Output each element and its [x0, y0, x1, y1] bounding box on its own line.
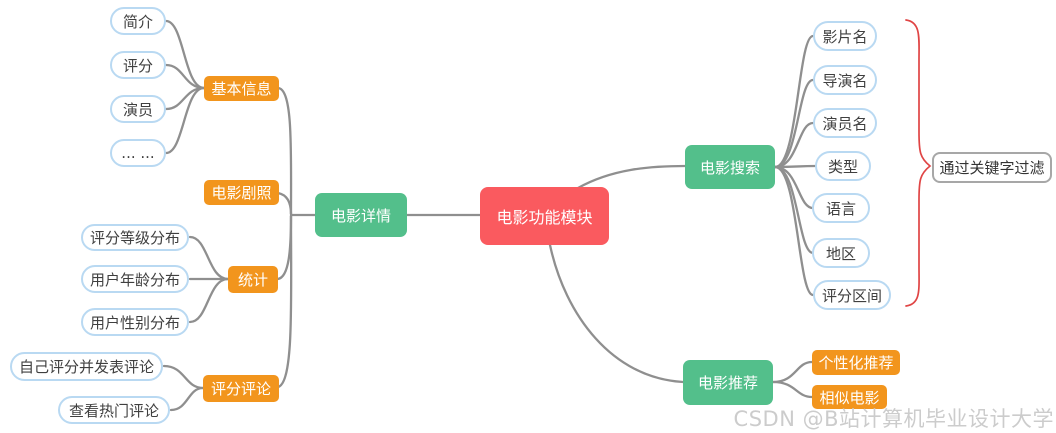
leaf-view-hot-comments[interactable]: 查看热门评论 — [58, 396, 170, 424]
connector-detail-stats — [276, 214, 293, 281]
leaf-rating[interactable]: 评分 — [110, 51, 166, 79]
connector-basic-leaf — [164, 19, 206, 90]
sub-statistics[interactable]: 统计 — [228, 266, 278, 293]
leaf-rating-range[interactable]: 评分区间 — [813, 280, 891, 310]
leaf-rating-level-distribution[interactable]: 评分等级分布 — [81, 224, 189, 251]
connector-root-search — [576, 164, 687, 190]
annotation-keyword-filter[interactable]: 通过关键字过滤 — [932, 152, 1052, 183]
connector-stats-leaf — [188, 235, 230, 281]
leaf-summary[interactable]: 简介 — [110, 7, 166, 35]
sub-basic-info[interactable]: 基本信息 — [204, 76, 279, 101]
brace-right — [905, 19, 932, 307]
connector-basic-leaf — [164, 86, 206, 155]
leaf-user-gender-distribution[interactable]: 用户性别分布 — [81, 308, 189, 336]
connector-detail-basic — [276, 86, 293, 216]
connector-search-leaf — [773, 165, 815, 297]
connector-recommend-leaf — [771, 380, 814, 399]
leaf-actors[interactable]: 演员 — [110, 95, 166, 123]
sub-movie-stills[interactable]: 电影剧照 — [204, 180, 279, 205]
connector-comments-leaf — [169, 386, 205, 412]
leaf-user-age-distribution[interactable]: 用户年龄分布 — [81, 265, 189, 293]
connector-stats-leaf — [188, 277, 230, 324]
connector-recommend-leaf — [771, 360, 814, 384]
connector-root-recommend — [548, 243, 685, 384]
connector-basic-leaf — [164, 86, 206, 111]
leaf-actor-name[interactable]: 演员名 — [813, 108, 877, 138]
connector-search-leaf — [773, 164, 817, 169]
root-node-movie-function-module[interactable]: 电影功能模块 — [480, 187, 609, 245]
connector-search-leaf — [773, 165, 815, 210]
connector-search-leaf — [773, 78, 815, 169]
branch-movie-search[interactable]: 电影搜索 — [685, 145, 775, 189]
connector-basic-leaf — [164, 63, 206, 90]
leaf-post-own-rating-comment[interactable]: 自己评分并发表评论 — [10, 352, 163, 381]
branch-movie-detail[interactable]: 电影详情 — [315, 193, 407, 237]
watermark-text: CSDN @B站计算机毕业设计大学 — [733, 407, 1054, 431]
branch-movie-recommend[interactable]: 电影推荐 — [683, 360, 773, 405]
connector-detail-stills — [276, 191, 293, 216]
connector-detail-comments — [276, 214, 293, 389]
connector-search-leaf — [773, 34, 815, 169]
connector-search-leaf — [773, 121, 815, 169]
sub-similar-movies[interactable]: 相似电影 — [812, 385, 887, 409]
connector-search-leaf — [773, 165, 815, 255]
leaf-language[interactable]: 语言 — [812, 193, 870, 223]
leaf-region[interactable]: 地区 — [812, 238, 870, 268]
sub-personalized-recommend[interactable]: 个性化推荐 — [812, 350, 900, 375]
connector-comments-leaf — [162, 364, 205, 390]
leaf-genre[interactable]: 类型 — [815, 151, 871, 181]
leaf-director-name[interactable]: 导演名 — [813, 65, 877, 95]
leaf-ellipsis[interactable]: ... ... — [110, 139, 166, 167]
leaf-film-name[interactable]: 影片名 — [813, 21, 877, 51]
sub-rating-comments[interactable]: 评分评论 — [203, 375, 279, 402]
